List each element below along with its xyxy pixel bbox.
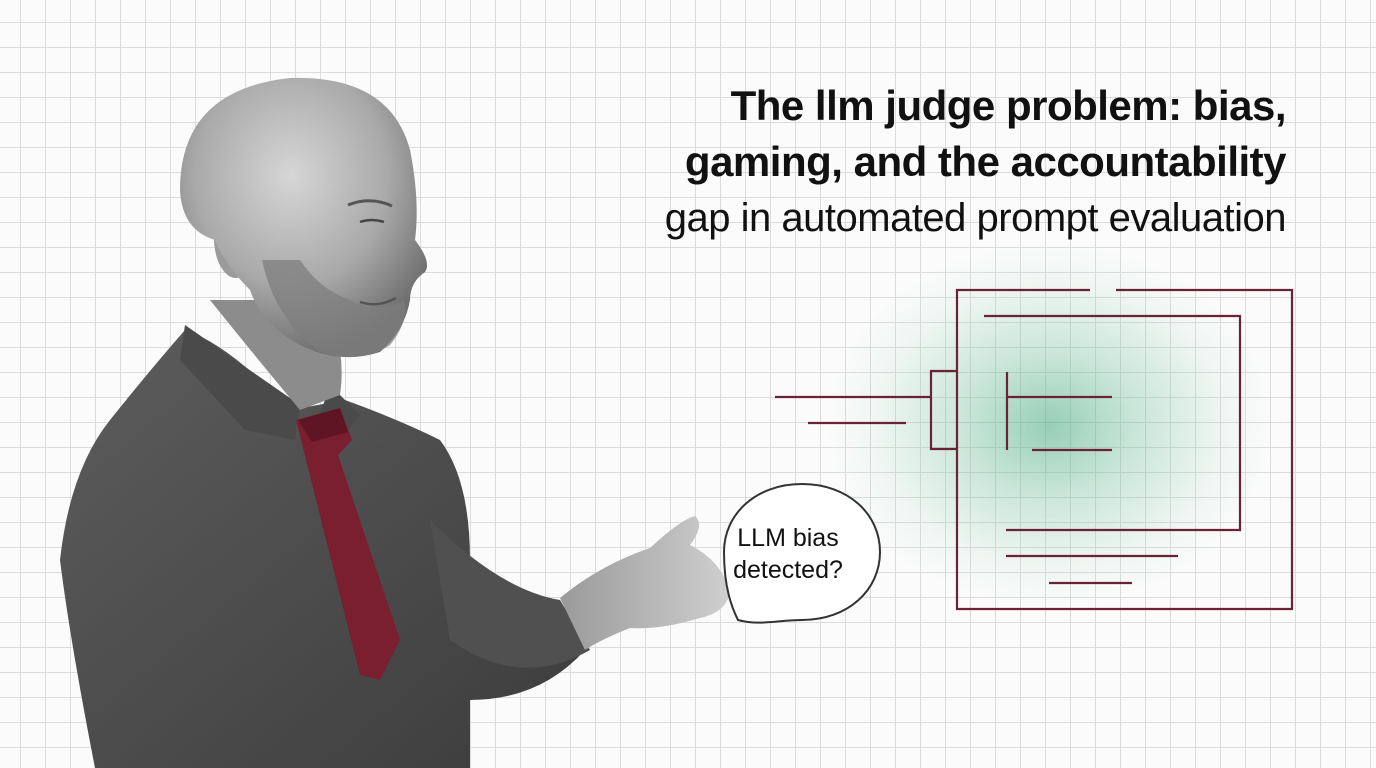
beard <box>262 260 406 358</box>
necktie <box>296 408 400 680</box>
speech-bubble-line-1: LLM bias <box>737 524 839 552</box>
speech-bubble <box>722 482 882 624</box>
diagram-inner-frame <box>984 314 1242 532</box>
headline-line-2: gaming, and the accountability <box>684 138 1287 185</box>
shirt-collar <box>180 325 300 440</box>
arm <box>430 520 590 668</box>
shirt <box>60 330 585 768</box>
speech-bubble-text: LLM bias detected? <box>718 522 858 586</box>
hand <box>560 516 730 650</box>
diagram-outer-frame <box>955 288 1294 611</box>
diagram-bracket <box>929 369 957 451</box>
head <box>180 77 428 358</box>
speech-bubble-line-2: detected? <box>733 556 843 584</box>
headline-line-1: The llm judge problem: bias, <box>730 82 1287 129</box>
headline-line-3: gap in automated prompt evaluation <box>664 196 1287 240</box>
headline: The llm judge problem: bias, gaming, and… <box>586 78 1287 246</box>
